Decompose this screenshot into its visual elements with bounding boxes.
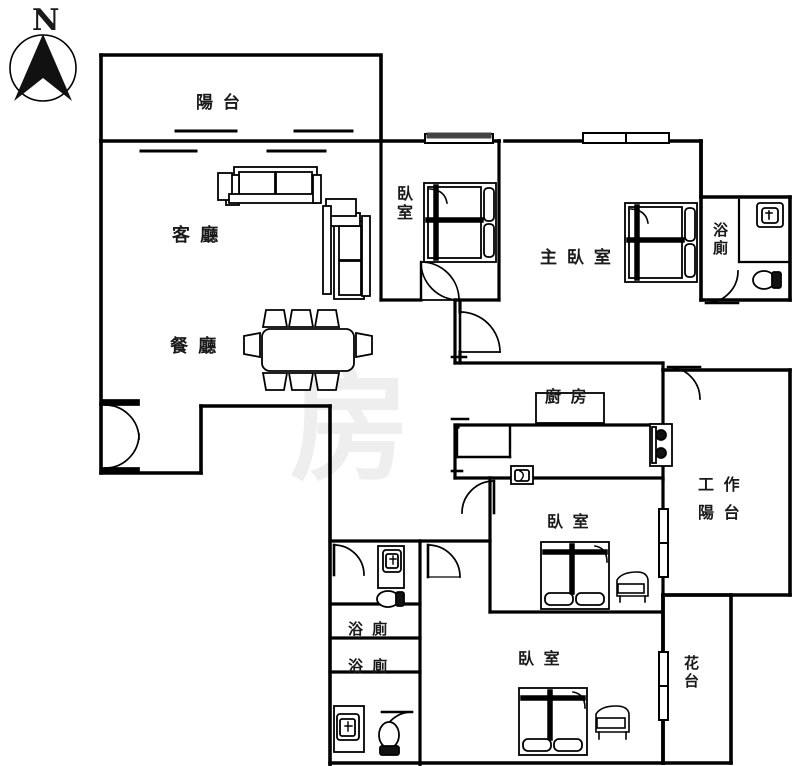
room-label-balcony-front: 陽 台 [196,93,242,113]
dining-chairs [243,309,373,391]
armchair-south [595,705,630,740]
room-label-master-bedroom: 主 臥 室 [540,248,613,268]
bathroom-master-fixtures [737,198,792,290]
north-arrow-icon [9,34,77,102]
room-label-kitchen: 廚 房 [545,387,589,406]
room-label-dining-room: 餐 廳 [170,336,219,357]
room-label-bathroom-upper: 浴 廁 [348,620,390,638]
room-label-living-room: 客 廳 [172,225,221,246]
stove-icon [649,423,673,467]
bed-master [624,202,698,283]
sofa-side [322,198,371,300]
armchair-mid [616,571,649,603]
room-label-bedroom-south: 臥 室 [518,649,562,668]
bed-south [518,687,588,756]
room-label-bedroom-mid: 臥 室 [547,512,591,531]
room-label-work-balcony-1: 工 作 [698,475,742,494]
room-label-bathroom-lower: 浴 廁 [348,657,390,675]
room-label-bathroom-master: 浴廁 [711,222,729,258]
washer-kitchen [510,465,534,485]
sofa-main [217,166,322,206]
room-label-work-balcony-2: 陽 台 [698,503,742,522]
bed-mid [540,541,610,610]
bathroom-upper-fixtures [376,545,405,608]
dining-table [243,309,373,391]
room-label-bedroom-north: 臥室 [394,185,413,223]
kitchen-island [535,392,605,424]
bed-north [423,182,497,263]
door-group [100,260,740,743]
bathroom-lower-fixtures [333,705,400,756]
north-letter-label: N [32,3,62,38]
window-group [139,129,670,721]
room-label-flower-bed: 花台 [682,655,700,691]
